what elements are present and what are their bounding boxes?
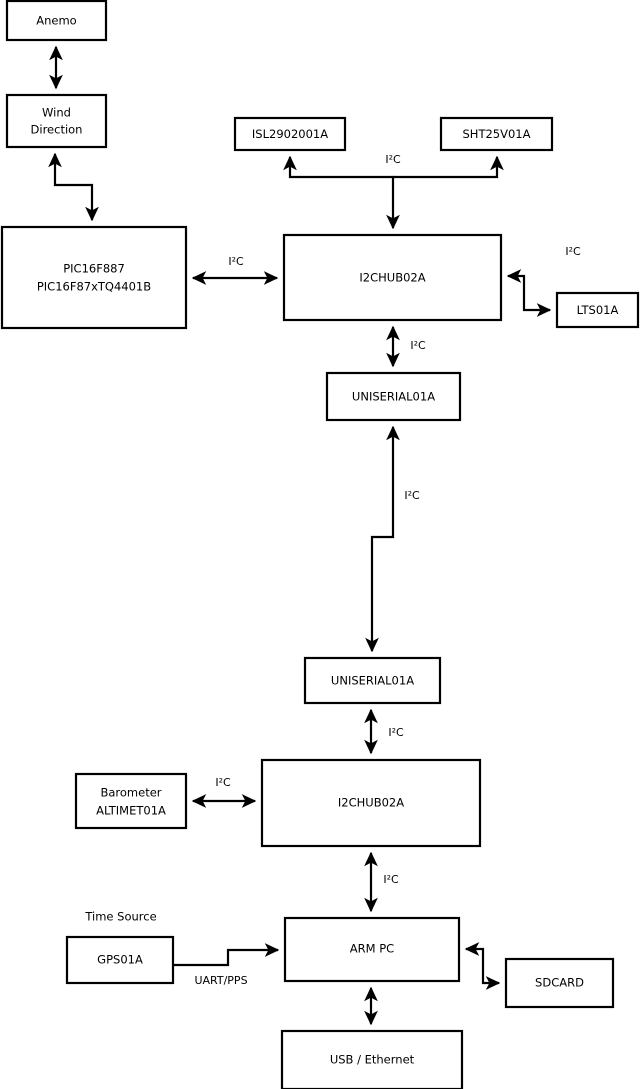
node-uniserial01a-upper[interactable]: UNISERIAL01A <box>325 371 462 422</box>
edge-label-isl-sht-bus: I²C <box>385 153 401 166</box>
edge-gps-armpc <box>173 943 280 967</box>
node-sdcard[interactable]: SDCARD <box>504 957 615 1009</box>
edge-label-hub2-armpc: I²C <box>383 873 399 886</box>
free-labels-layer: Time Source <box>84 910 156 924</box>
edge-uniserial1-uniserial2 <box>365 425 400 653</box>
node-lts01a[interactable]: LTS01A <box>555 291 640 329</box>
edge-label-uni1-uni2: I²C <box>404 489 420 502</box>
edge-label-uni2-hub2: I²C <box>388 726 404 739</box>
node-arm-pc[interactable]: ARM PC <box>283 916 461 983</box>
node-arm-pc-label: ARM PC <box>350 942 394 956</box>
node-i2chub02a-lower-label: I2CHUB02A <box>338 796 404 810</box>
node-barometer-altimet01a[interactable]: Barometer ALTIMET01A <box>74 772 188 830</box>
node-wind-direction-label-1: Wind <box>42 106 71 120</box>
node-anemo-label: Anemo <box>36 14 76 28</box>
node-i2chub02a-upper-label: I2CHUB02A <box>359 271 425 285</box>
node-anemo[interactable]: Anemo <box>5 0 108 42</box>
node-usb-ethernet[interactable]: USB / Ethernet <box>280 1029 464 1089</box>
edge-label-hub1-uni1: I²C <box>410 339 426 352</box>
node-pic-mcu-label-1: PIC16F887 <box>63 262 125 276</box>
node-uniserial01a-upper-label: UNISERIAL01A <box>352 390 435 404</box>
node-pic-mcu[interactable]: PIC16F887 PIC16F87xTQ4401B <box>0 225 188 330</box>
node-uniserial01a-lower[interactable]: UNISERIAL01A <box>303 656 442 705</box>
edge-wind-pic <box>48 152 99 222</box>
node-usb-ethernet-label: USB / Ethernet <box>330 1053 415 1067</box>
label-time-source: Time Source <box>84 910 156 924</box>
node-sht25v01a-label: SHT25V01A <box>463 127 531 141</box>
node-sdcard-label: SDCARD <box>535 976 584 990</box>
node-lts01a-label: LTS01A <box>577 303 619 317</box>
node-isl2902001a[interactable]: ISL2902001A <box>233 116 347 152</box>
edge-label-hub1-lts: I²C <box>565 245 581 258</box>
edge-labels-layer: I²C I²C I²C I²C I²C I²C I²C I²C UART/PPS <box>194 153 581 987</box>
node-i2chub02a-upper[interactable]: I2CHUB02A <box>282 233 503 322</box>
node-barometer-label-2: ALTIMET01A <box>96 804 166 818</box>
node-i2chub02a-lower[interactable]: I2CHUB02A <box>260 758 482 848</box>
edge-label-gps-armpc: UART/PPS <box>194 974 247 987</box>
edge-hub1-lts <box>506 269 552 317</box>
node-barometer-label-1: Barometer <box>100 786 161 800</box>
edges-layer <box>48 45 552 1026</box>
node-isl2902001a-label: ISL2902001A <box>252 127 328 141</box>
node-sht25v01a[interactable]: SHT25V01A <box>439 116 554 152</box>
edge-hub1-sht-branch <box>393 155 504 179</box>
node-uniserial01a-lower-label: UNISERIAL01A <box>331 674 414 688</box>
node-wind-direction-label-2: Direction <box>31 123 83 137</box>
edge-label-baro-hub2: I²C <box>215 776 231 789</box>
node-gps01a[interactable]: GPS01A <box>65 935 175 985</box>
node-gps01a-label: GPS01A <box>97 953 143 967</box>
edge-label-pic-hub1: I²C <box>228 255 244 268</box>
edge-armpc-sdcard <box>464 942 501 990</box>
node-wind-direction[interactable]: Wind Direction <box>5 93 108 149</box>
edge-hub1-sensorbus <box>283 155 400 230</box>
node-pic-mcu-label-2: PIC16F87xTQ4401B <box>37 280 151 294</box>
